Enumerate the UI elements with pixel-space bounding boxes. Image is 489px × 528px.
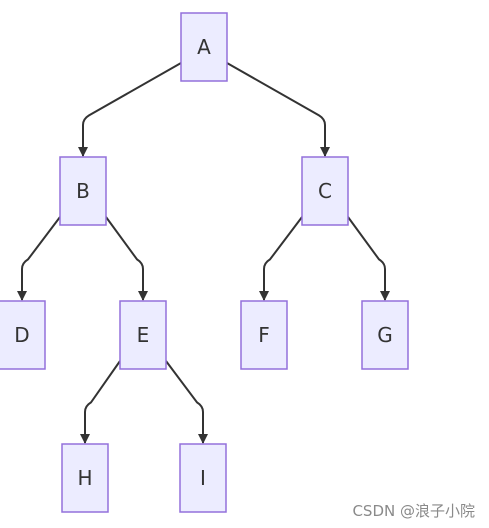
- nodes-layer: A B C D E F G H I: [0, 12, 409, 513]
- node-box-d: [0, 300, 46, 370]
- node-i: I: [179, 443, 227, 513]
- node-d: D: [0, 300, 46, 370]
- node-label-f: F: [258, 323, 270, 347]
- edge-a-c: [226, 62, 330, 157]
- node-label-e: E: [137, 323, 150, 347]
- node-c: C: [301, 156, 349, 226]
- edge-e-i: [165, 360, 208, 444]
- edges-layer: [17, 62, 390, 444]
- node-label-h: H: [77, 466, 92, 490]
- edge-a-b: [78, 62, 182, 157]
- edge-e-h: [80, 360, 121, 444]
- edge-b-e: [105, 216, 148, 301]
- node-label-b: B: [76, 179, 90, 203]
- node-label-c: C: [318, 179, 332, 203]
- edge-c-g: [347, 216, 390, 301]
- node-g: G: [361, 300, 409, 370]
- edge-c-f: [259, 216, 303, 301]
- node-box-b: [59, 156, 107, 226]
- watermark-text: CSDN @浪子小院: [352, 502, 475, 520]
- node-box-g: [361, 300, 409, 370]
- node-label-a: A: [197, 35, 211, 59]
- node-label-g: G: [377, 323, 393, 347]
- node-a: A: [180, 12, 228, 82]
- edge-b-d: [17, 216, 61, 301]
- node-box-a: [180, 12, 228, 82]
- node-f: F: [240, 300, 288, 370]
- node-box-c: [301, 156, 349, 226]
- node-box-f: [240, 300, 288, 370]
- node-e: E: [119, 300, 167, 370]
- node-box-h: [61, 443, 109, 513]
- node-label-i: I: [200, 466, 206, 490]
- node-label-d: D: [14, 323, 29, 347]
- node-box-i: [179, 443, 227, 513]
- node-box-e: [119, 300, 167, 370]
- node-b: B: [59, 156, 107, 226]
- node-h: H: [61, 443, 109, 513]
